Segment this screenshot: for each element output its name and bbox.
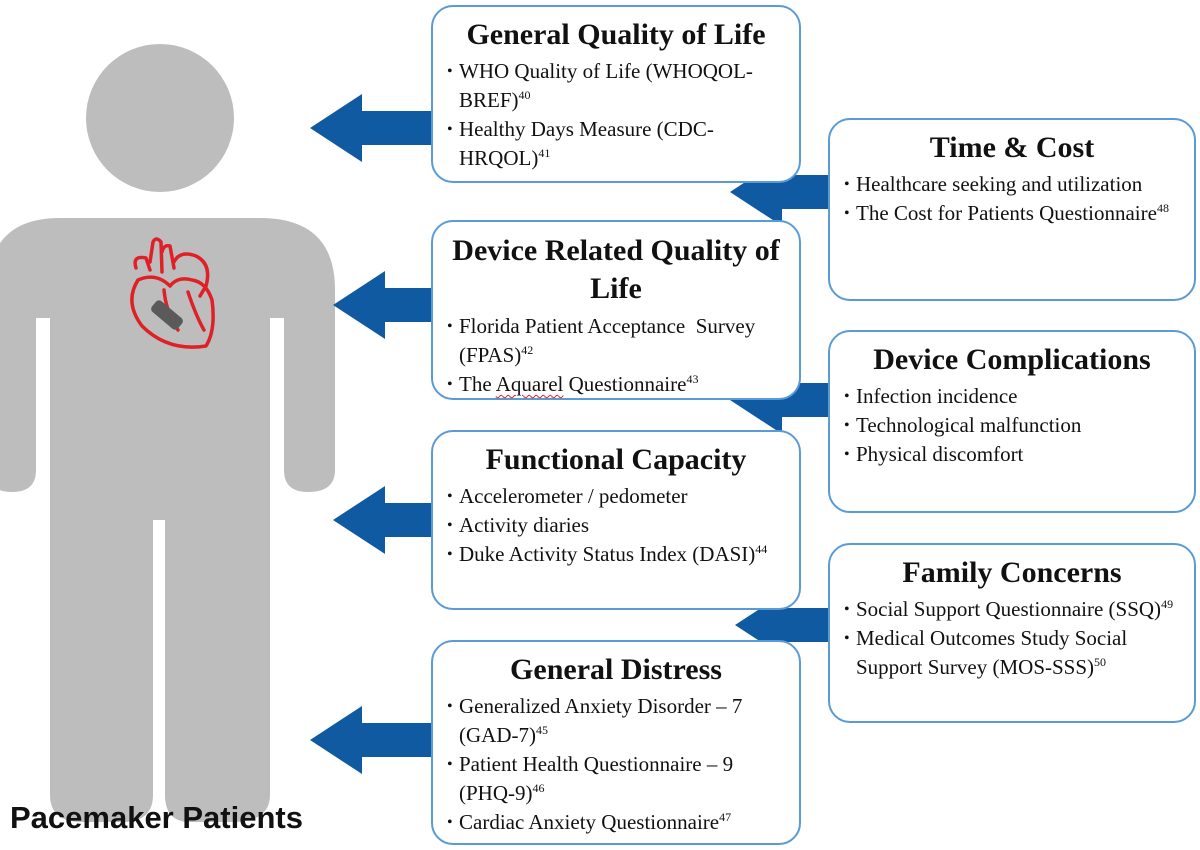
list-item: Duke Activity Status Index (DASI)44 xyxy=(447,540,785,569)
box-family-concerns: Family Concerns Social Support Questionn… xyxy=(828,543,1196,723)
box-title: Device Complications xyxy=(873,343,1151,376)
arrow-time-and-cost-icon xyxy=(730,158,830,226)
arrow-general-distress-icon xyxy=(310,706,433,774)
list-item: The Aquarel Questionnaire43 xyxy=(447,370,785,399)
list-item: Social Support Questionnaire (SSQ)49 xyxy=(844,595,1180,624)
box-title: Functional Capacity xyxy=(485,443,747,476)
box-title: General Distress xyxy=(510,653,722,686)
box-title: Device Related Quality of Life xyxy=(452,234,780,305)
arrows xyxy=(310,94,830,774)
list-item: Physical discomfort xyxy=(844,440,1180,469)
list-item: Healthy Days Measure (CDC-HRQOL)41 xyxy=(447,115,785,173)
arrow-functional-capacity-icon xyxy=(333,486,433,554)
box-title: Family Concerns xyxy=(902,556,1122,589)
box-general-quality-of-life: General Quality of Life WHO Quality of L… xyxy=(431,5,801,183)
list-item: Infection incidence xyxy=(844,382,1180,411)
list-item: Patient Health Questionnaire – 9 (PHQ-9)… xyxy=(447,750,785,808)
box-device-related-quality-of-life: Device Related Quality of Life Florida P… xyxy=(431,220,801,400)
box-functional-capacity: Functional Capacity Accelerometer / pedo… xyxy=(431,430,801,610)
list-item: The Cost for Patients Questionnaire48 xyxy=(844,199,1180,228)
box-device-complications: Device Complications Infection incidence… xyxy=(828,330,1196,513)
arrow-general-quality-of-life-icon xyxy=(310,94,433,162)
box-time-and-cost: Time & Cost Healthcare seeking and utili… xyxy=(828,118,1196,301)
pacemaker-patients-label: Pacemaker Patients xyxy=(10,800,303,835)
arrow-family-concerns-icon xyxy=(735,591,830,659)
arrow-device-related-quality-of-life-icon xyxy=(333,271,433,339)
list-item: Generalized Anxiety Disorder – 7 (GAD-7)… xyxy=(447,692,785,750)
list-item: Accelerometer / pedometer xyxy=(447,482,785,511)
list-item: Cardiac Anxiety Questionnaire47 xyxy=(447,808,785,837)
list-item: Florida Patient Acceptance Survey (FPAS)… xyxy=(447,312,785,370)
box-title: Time & Cost xyxy=(929,131,1095,164)
box-general-distress: General Distress Generalized Anxiety Dis… xyxy=(431,640,801,845)
box-title: General Quality of Life xyxy=(466,18,766,51)
list-item: Healthcare seeking and utilization xyxy=(844,170,1180,199)
list-item: Technological malfunction xyxy=(844,411,1180,440)
list-item: Medical Outcomes Study Social Support Su… xyxy=(844,624,1180,682)
person-silhouette-icon xyxy=(0,44,335,822)
list-item: WHO Quality of Life (WHOQOL-BREF)40 xyxy=(447,57,785,115)
list-item: Activity diaries xyxy=(447,511,785,540)
arrow-device-complications-icon xyxy=(730,366,830,434)
pacemaker-device-icon xyxy=(151,300,183,330)
